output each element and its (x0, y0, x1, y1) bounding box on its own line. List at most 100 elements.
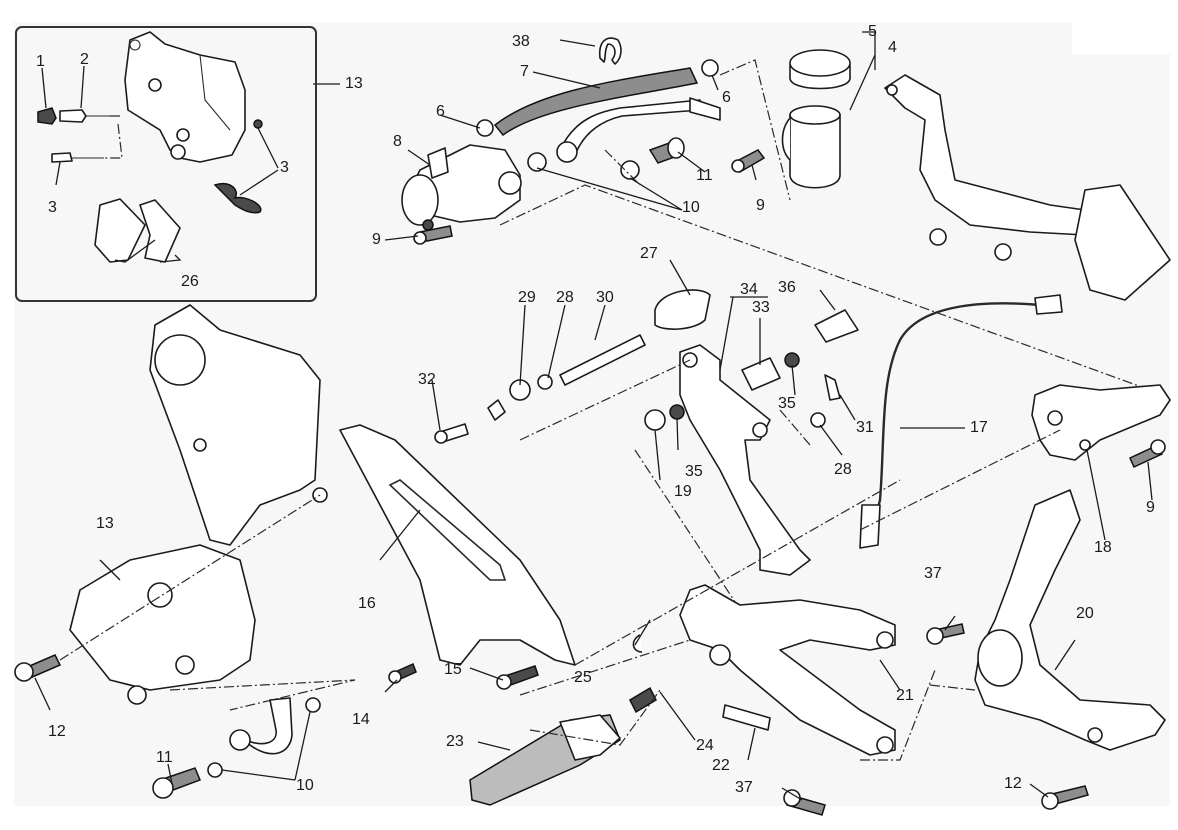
heel-guard (339, 424, 576, 666)
callout-2: 2 (80, 51, 89, 68)
callout-20: 20 (1076, 605, 1094, 622)
callout-31: 31 (856, 419, 874, 436)
callout-10: 10 (296, 777, 314, 794)
hose-clip (476, 59, 719, 137)
callout-3: 3 (280, 159, 289, 176)
callout-18: 18 (1094, 539, 1112, 556)
bolt-37-right (926, 623, 965, 645)
bushing-33 (741, 357, 781, 391)
callout-14: 14 (352, 711, 370, 728)
reservoir-cap (789, 49, 851, 90)
callout-10: 10 (682, 199, 700, 216)
callout-34: 34 (740, 281, 758, 298)
callout-38: 38 (512, 33, 530, 50)
spring-24 (629, 686, 657, 714)
pivot-bolt-36 (814, 309, 859, 343)
footpeg (469, 714, 621, 806)
callout-37: 37 (735, 779, 753, 796)
callout-35: 35 (685, 463, 703, 480)
brake-pedal (679, 344, 811, 576)
callout-32: 32 (418, 371, 436, 388)
rear-caliper (69, 544, 256, 705)
callout-33: 33 (752, 299, 770, 316)
bolt-mc (413, 225, 453, 245)
banjo-bolt-bottom (152, 767, 201, 799)
callout-7: 7 (520, 63, 529, 80)
callout-17: 17 (970, 419, 988, 436)
washer-10a (207, 762, 223, 778)
callout-11: 11 (696, 167, 713, 184)
callout-9: 9 (756, 197, 765, 214)
callout-36: 36 (778, 279, 796, 296)
pad-pin-clip (253, 119, 263, 129)
bolt-14 (388, 662, 417, 684)
callout-37: 37 (924, 565, 942, 582)
callout-5: 5 (868, 23, 877, 40)
brake-pads (94, 198, 181, 263)
inset-axis (104, 115, 123, 159)
callout-25: 25 (574, 669, 592, 686)
bolt-12-right (1041, 785, 1089, 810)
callout-21: 21 (896, 687, 914, 704)
inset-frame (15, 26, 317, 302)
retaining-clip (598, 37, 622, 65)
callout-6: 6 (436, 103, 445, 120)
stop-bolt-31 (824, 374, 841, 401)
washers-top (527, 152, 640, 180)
callout-13-inset: 13 (345, 75, 363, 92)
bolt-15 (496, 665, 539, 690)
bolt-12-left (14, 654, 62, 682)
footpeg-hanger-20 (974, 489, 1166, 751)
banjo-bolt-top (648, 137, 685, 164)
callout-16: 16 (358, 595, 376, 612)
callout-19: 19 (674, 483, 692, 500)
callout-9: 9 (1146, 499, 1155, 516)
reservoir-hose (493, 67, 699, 137)
callout-4: 4 (888, 39, 897, 56)
bolt-9-right (1129, 439, 1166, 469)
callout-12: 12 (1004, 775, 1022, 792)
nut-28b (810, 412, 826, 428)
bolt-32 (434, 423, 469, 444)
master-cylinder (401, 144, 522, 231)
callout-12: 12 (48, 723, 66, 740)
callout-35: 35 (778, 395, 796, 412)
reservoir-bracket (884, 74, 1171, 301)
bolt-top (731, 149, 766, 174)
right-bracket-18 (1031, 384, 1171, 461)
bolt-37-bottom (783, 789, 826, 816)
callout-15: 15 (444, 661, 462, 678)
footpeg-axis (519, 479, 936, 761)
washer-19 (644, 409, 666, 431)
callout-28: 28 (834, 461, 852, 478)
mc-axis (499, 59, 1151, 391)
spacer-32 (487, 399, 506, 421)
brake-line-bottom (229, 697, 293, 755)
spring (654, 289, 711, 330)
leader-lines (34, 31, 1153, 801)
brake-line-top (556, 97, 721, 163)
washer-10b (305, 697, 321, 713)
reservoir (781, 105, 841, 189)
bleed-cap (37, 107, 57, 125)
callout-9: 9 (372, 231, 381, 248)
callout-8: 8 (393, 133, 402, 150)
bleed-screw (59, 109, 110, 123)
callout-3: 3 (48, 199, 57, 216)
callout-29: 29 (518, 289, 536, 306)
pin-22 (722, 704, 771, 731)
callout-22: 22 (712, 757, 730, 774)
footpeg-bracket (679, 584, 896, 756)
pad-spring (213, 183, 262, 214)
callout-11: 11 (156, 749, 173, 766)
oring-35a (784, 352, 800, 368)
callout-23: 23 (446, 733, 464, 750)
sensor-cable (859, 294, 1063, 549)
clip-25 (632, 634, 643, 653)
nut-28 (537, 374, 553, 390)
right-axis (859, 429, 1061, 691)
inset-caliper (124, 31, 246, 163)
callout-26: 26 (181, 273, 199, 290)
